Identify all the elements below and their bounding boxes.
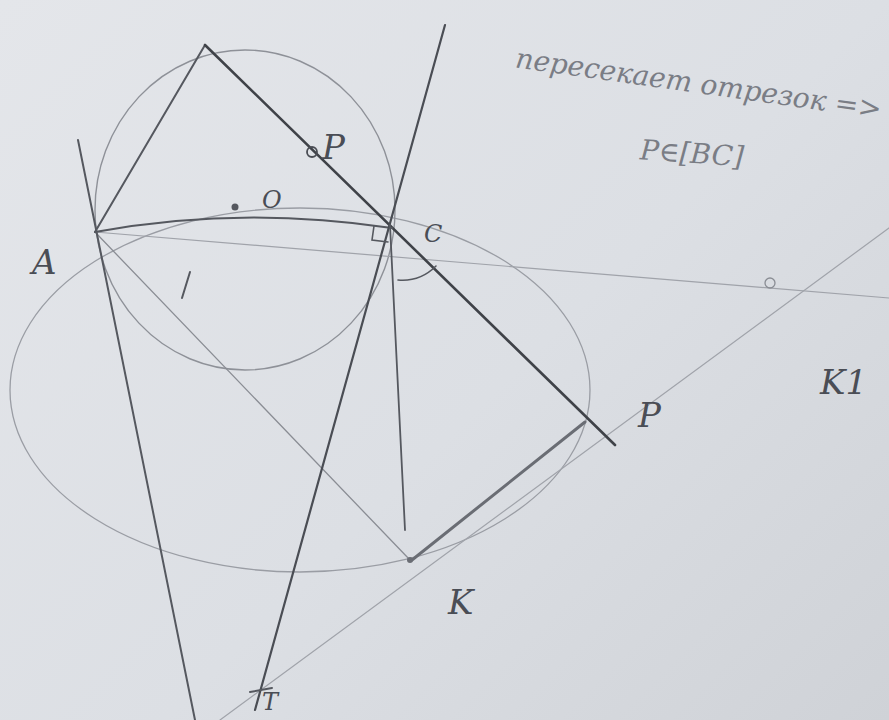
point-label: K [448, 585, 473, 619]
line-ac-extended [95, 232, 889, 298]
right-angle-mark [372, 226, 388, 242]
side-ab [95, 45, 205, 232]
segment-kp [412, 422, 585, 560]
point-label: O [262, 188, 282, 212]
point-label: K1 [820, 365, 867, 399]
perpendicular [390, 225, 405, 530]
point-label: C [424, 222, 442, 246]
point-p-marker [307, 147, 317, 157]
point-label: T [262, 690, 278, 714]
side-ac [95, 217, 392, 232]
angle-arc [398, 266, 436, 280]
line-through-c [255, 25, 445, 710]
line-from-a [78, 140, 195, 720]
circumcircle [95, 50, 395, 370]
handwritten-note: пересекает отрезок => [514, 44, 884, 123]
point-label: P [638, 398, 661, 432]
segment-ak [95, 232, 410, 560]
point-o [232, 204, 239, 211]
large-circle [10, 208, 590, 572]
line-bc [205, 45, 615, 445]
point-k [407, 557, 413, 563]
point-label: P [322, 130, 345, 164]
point-label: A [32, 245, 57, 279]
handwritten-note: P∈[BC] [639, 136, 745, 171]
angle-tick [182, 272, 190, 298]
point-k1 [765, 278, 775, 288]
